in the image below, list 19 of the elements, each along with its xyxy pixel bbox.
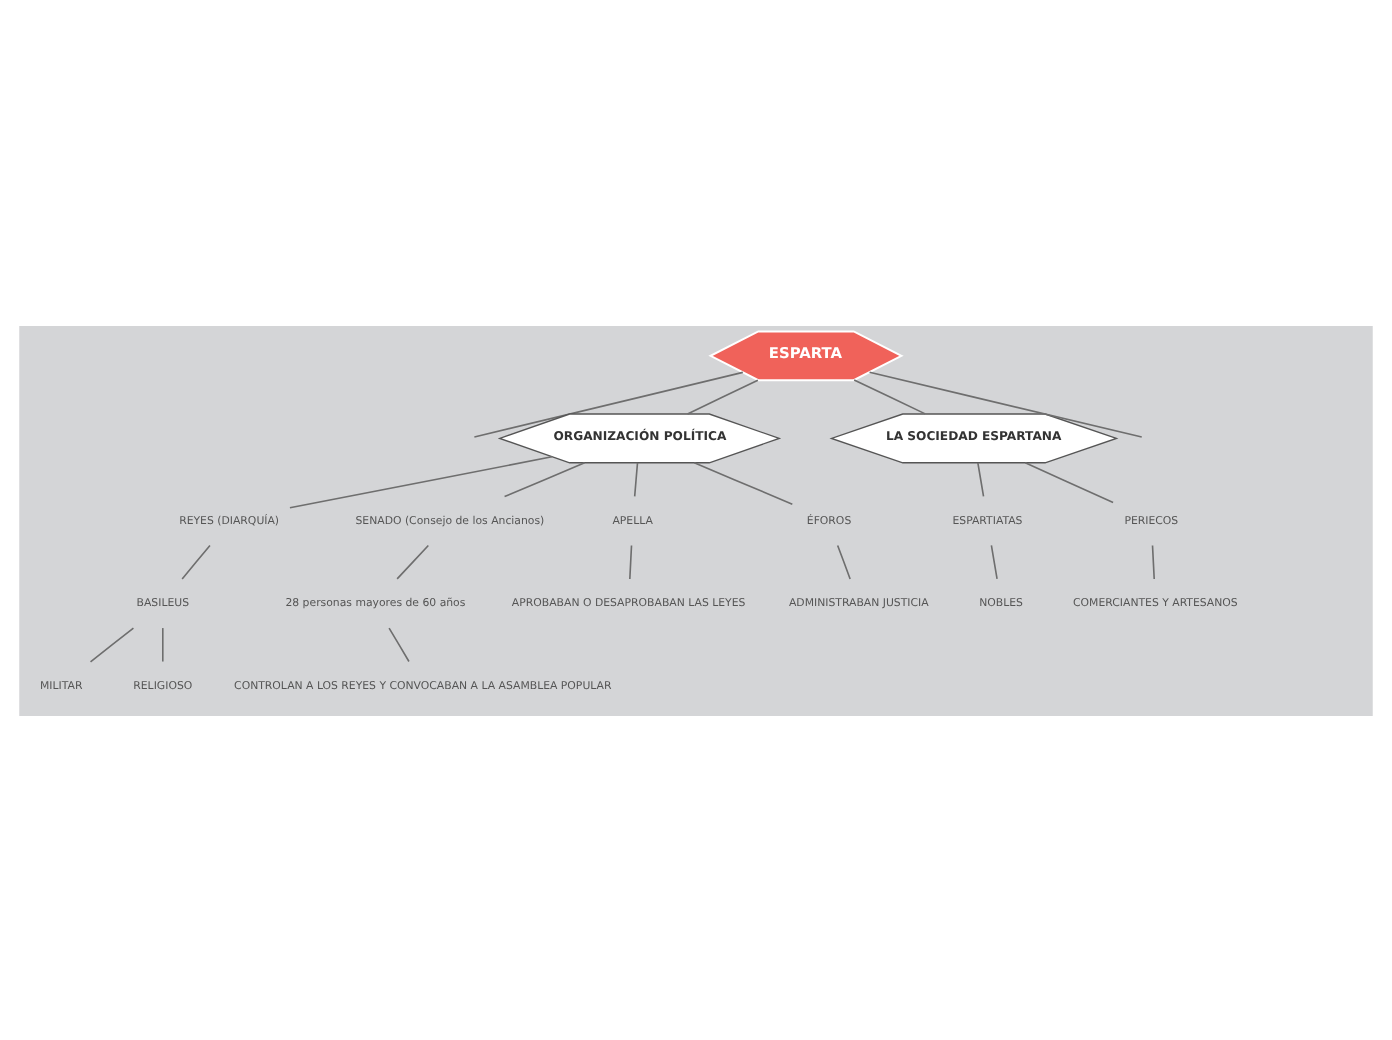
connector	[396, 543, 430, 579]
connector	[836, 543, 851, 579]
connector	[473, 370, 744, 437]
connector	[1024, 461, 1114, 503]
connector	[853, 378, 927, 414]
connector	[629, 543, 633, 579]
connector	[181, 543, 211, 579]
connector	[388, 626, 410, 662]
connector	[693, 461, 794, 504]
connector	[990, 543, 998, 579]
connector	[89, 626, 135, 662]
connector	[977, 461, 985, 497]
connector	[686, 378, 759, 414]
connector	[162, 626, 164, 662]
connector	[503, 461, 586, 497]
connector	[1151, 543, 1156, 579]
connector	[289, 454, 553, 508]
connector	[868, 370, 1143, 437]
connector	[633, 461, 639, 497]
